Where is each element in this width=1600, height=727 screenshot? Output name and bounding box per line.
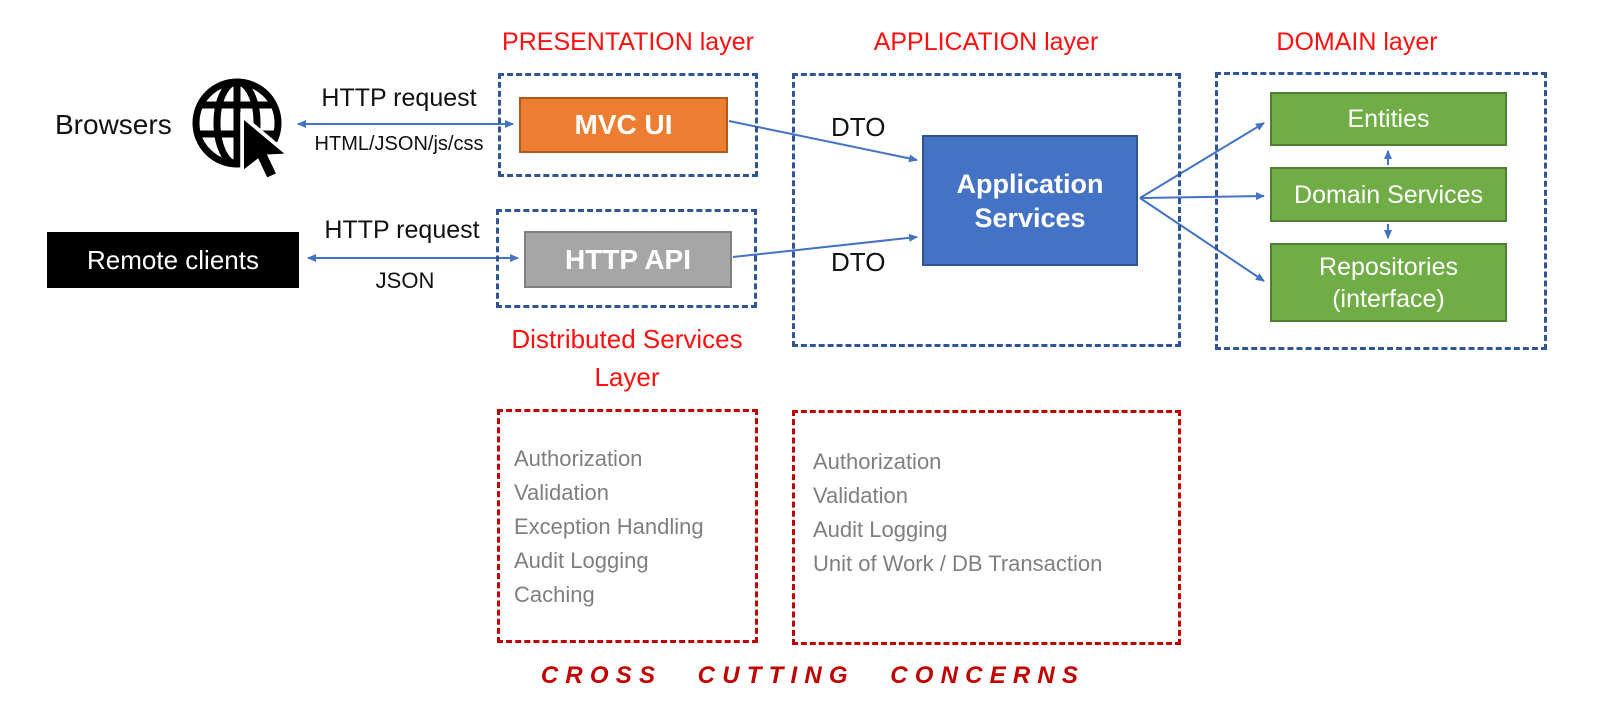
application-concerns-box: Authorization Validation Audit Logging U…: [792, 410, 1181, 645]
distributed-services-box: [496, 209, 757, 308]
entities-label: Entities: [1347, 105, 1430, 133]
browser-arrow-bottom-label: HTML/JSON/js/css: [314, 133, 484, 155]
presentation-layer-header: PRESENTATION layer: [502, 28, 754, 56]
concern-item: Audit Logging: [813, 517, 948, 542]
browsers-label: Browsers: [55, 109, 172, 140]
http-api-node: HTTP API: [524, 231, 732, 288]
application-layer-box: [792, 73, 1181, 347]
presentation-layer-box: [498, 73, 758, 177]
repositories-label: Repositories (interface): [1319, 252, 1458, 313]
browser-arrow-top-label: HTTP request: [321, 84, 477, 112]
application-layer-header: APPLICATION layer: [873, 28, 1099, 56]
distributed-services-label: Distributed Services Layer: [511, 324, 743, 392]
mvc-ui-node: MVC UI: [519, 97, 728, 153]
domain-layer-header: DOMAIN layer: [1276, 28, 1438, 56]
remote-arrow-bottom-label: JSON: [375, 268, 435, 293]
presentation-concerns-box: Authorization Validation Exception Handl…: [497, 409, 758, 643]
concern-item: Unit of Work / DB Transaction: [813, 551, 1103, 576]
concern-item: Validation: [514, 480, 609, 505]
application-services-node: Application Services: [922, 135, 1138, 266]
mvc-ui-label: MVC UI: [574, 109, 673, 140]
http-api-label: HTTP API: [564, 243, 691, 275]
remote-clients-label: Remote clients: [87, 244, 259, 275]
globe-with-cursor-icon: [192, 78, 294, 183]
dto-bottom-label: DTO: [831, 247, 886, 277]
domain-services-node: Domain Services: [1270, 167, 1507, 222]
domain-services-label: Domain Services: [1294, 180, 1483, 209]
domain-layer-box: [1215, 72, 1547, 350]
dto-top-label: DTO: [831, 112, 886, 142]
concern-item: Authorization: [514, 446, 643, 471]
remote-arrow-top-label: HTTP request: [324, 216, 480, 244]
concern-item: Validation: [813, 483, 908, 508]
remote-clients-node: Remote clients: [47, 232, 299, 288]
entities-node: Entities: [1270, 92, 1507, 146]
cross-cutting-concerns-label: CROSS CUTTING CONCERNS: [540, 662, 1086, 689]
concern-item: Exception Handling: [514, 514, 704, 539]
concern-item: Audit Logging: [514, 548, 649, 573]
concern-item: Authorization: [813, 449, 942, 474]
application-services-label: Application Services: [956, 168, 1104, 233]
repositories-node: Repositories (interface): [1270, 243, 1507, 322]
presentation-concerns-list: Authorization Validation Exception Handl…: [514, 442, 755, 612]
application-concerns-list: Authorization Validation Audit Logging U…: [813, 445, 1178, 581]
concern-item: Caching: [514, 582, 595, 607]
